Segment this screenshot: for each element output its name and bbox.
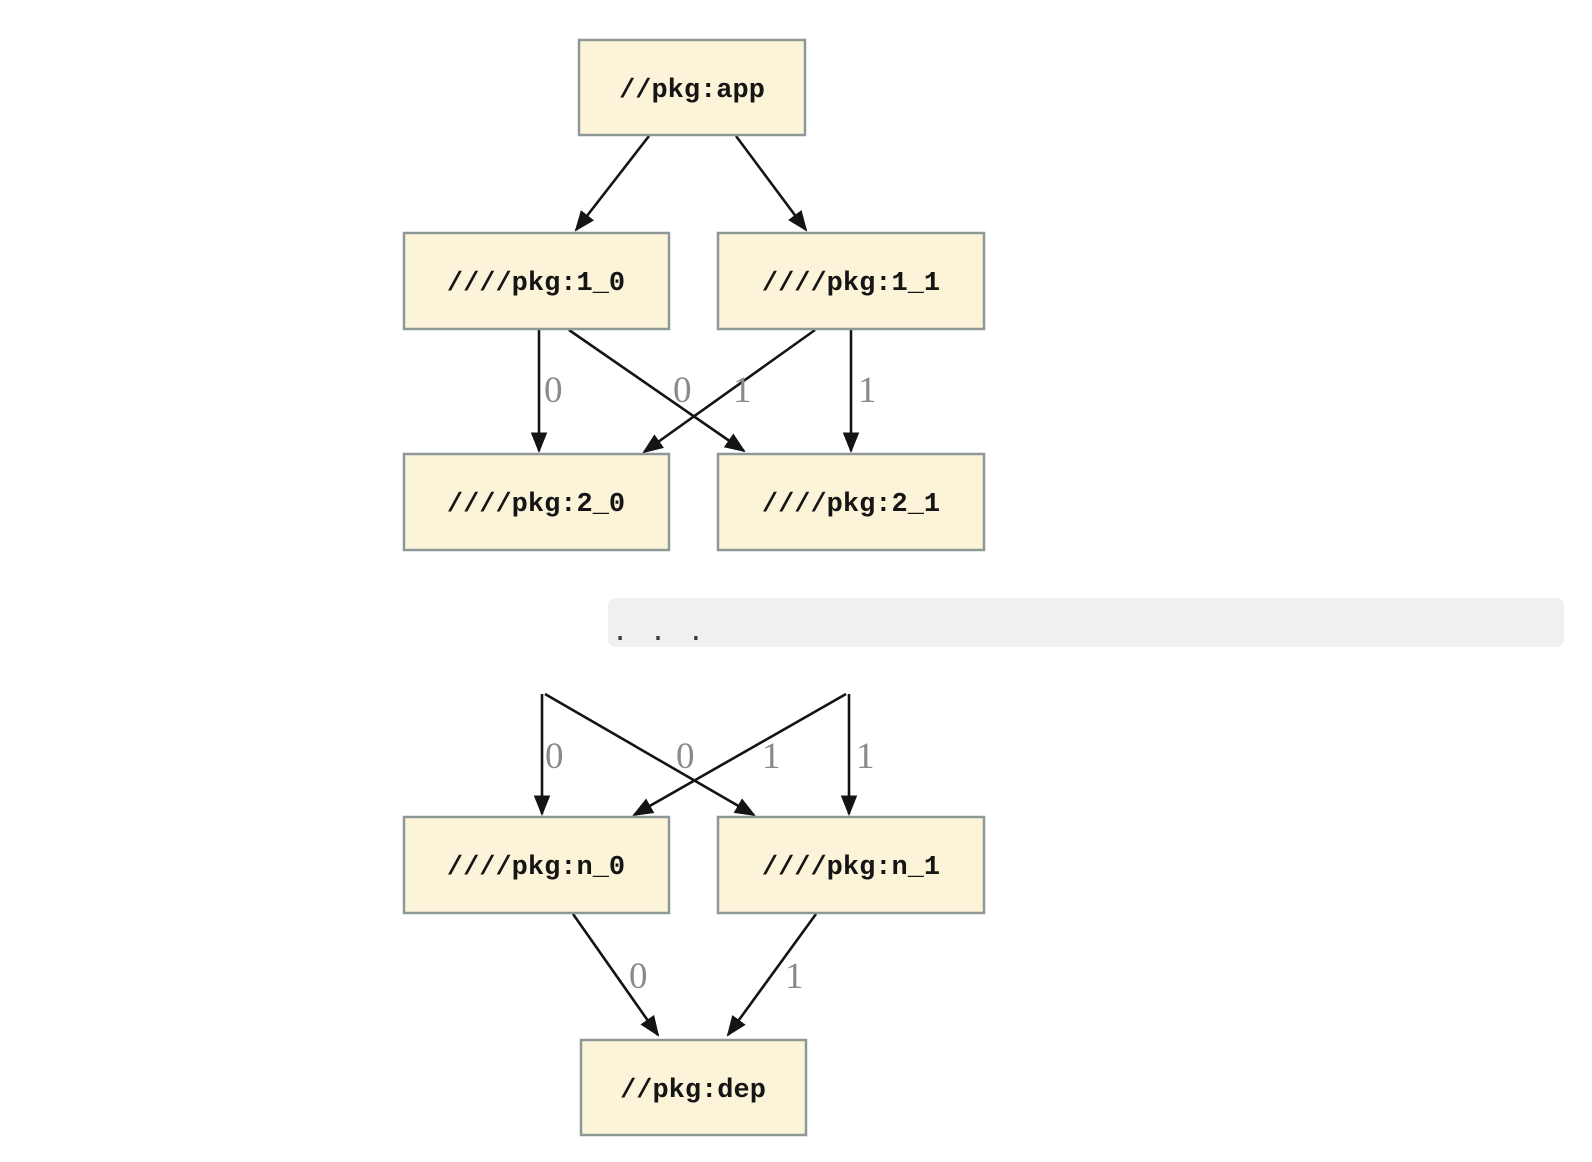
edge-label: 1 xyxy=(733,370,752,411)
node-box xyxy=(577,38,807,137)
node-box xyxy=(402,452,671,552)
ellipsis-text: . . . xyxy=(612,616,704,647)
node-pkg-n_1: ////pkg:n_1 xyxy=(716,815,986,915)
node-box xyxy=(402,231,671,331)
edge-app-to-1_0 xyxy=(574,135,651,232)
edge-1_0-to-2_1 xyxy=(568,328,746,453)
edge-label: 0 xyxy=(673,370,692,411)
ellipsis-band xyxy=(608,598,1564,647)
ellipsis-band-row: . . . xyxy=(608,598,1564,647)
edge-label: 0 xyxy=(544,370,563,411)
node-box xyxy=(716,815,986,915)
edge-label: 0 xyxy=(676,736,695,777)
node-box xyxy=(716,231,986,331)
node-label: ////pkg:2_1 xyxy=(762,490,940,520)
node-box xyxy=(716,452,986,552)
edge-label: 1 xyxy=(762,736,781,777)
node-pkg-1_0: ////pkg:1_0 xyxy=(402,231,671,331)
edge-label: 0 xyxy=(629,956,648,997)
node-label: ////pkg:2_0 xyxy=(447,490,625,520)
node-box xyxy=(402,815,671,915)
edge-labels-layer: 0 0 1 1 0 0 1 1 0 1 xyxy=(544,370,877,997)
edge-label: 1 xyxy=(858,370,877,411)
node-pkg-2_1: ////pkg:2_1 xyxy=(716,452,986,552)
node-label: //pkg:dep xyxy=(620,1076,766,1106)
edge-label: 1 xyxy=(785,956,804,997)
node-box xyxy=(579,1038,808,1137)
edge-n_1-to-dep xyxy=(726,913,818,1037)
node-pkg-2_0: ////pkg:2_0 xyxy=(402,452,671,552)
node-pkg-app: //pkg:app xyxy=(577,38,807,137)
node-label: ////pkg:n_0 xyxy=(447,853,625,883)
edge-app-to-1_1 xyxy=(734,135,808,232)
node-label: ////pkg:1_0 xyxy=(447,269,625,299)
edge-n_0-to-dep xyxy=(571,913,660,1037)
edges-layer xyxy=(530,135,860,1037)
edge-1_1-to-2_0 xyxy=(642,328,816,454)
node-pkg-dep: //pkg:dep xyxy=(579,1038,808,1137)
nodes-layer: //pkg:app ////pkg:1_0 ////pkg:1_1 ////pk… xyxy=(402,38,986,1137)
node-label: ////pkg:1_1 xyxy=(762,269,940,299)
edge-elided-to-n_0-cross xyxy=(632,692,847,817)
node-label: ////pkg:n_1 xyxy=(762,853,940,883)
node-label: //pkg:app xyxy=(619,76,765,106)
edge-label: 0 xyxy=(545,736,564,777)
edge-label: 1 xyxy=(856,736,875,777)
edge-elided-to-n_1-cross xyxy=(544,692,756,817)
node-pkg-1_1: ////pkg:1_1 xyxy=(716,231,986,331)
node-pkg-n_0: ////pkg:n_0 xyxy=(402,815,671,915)
